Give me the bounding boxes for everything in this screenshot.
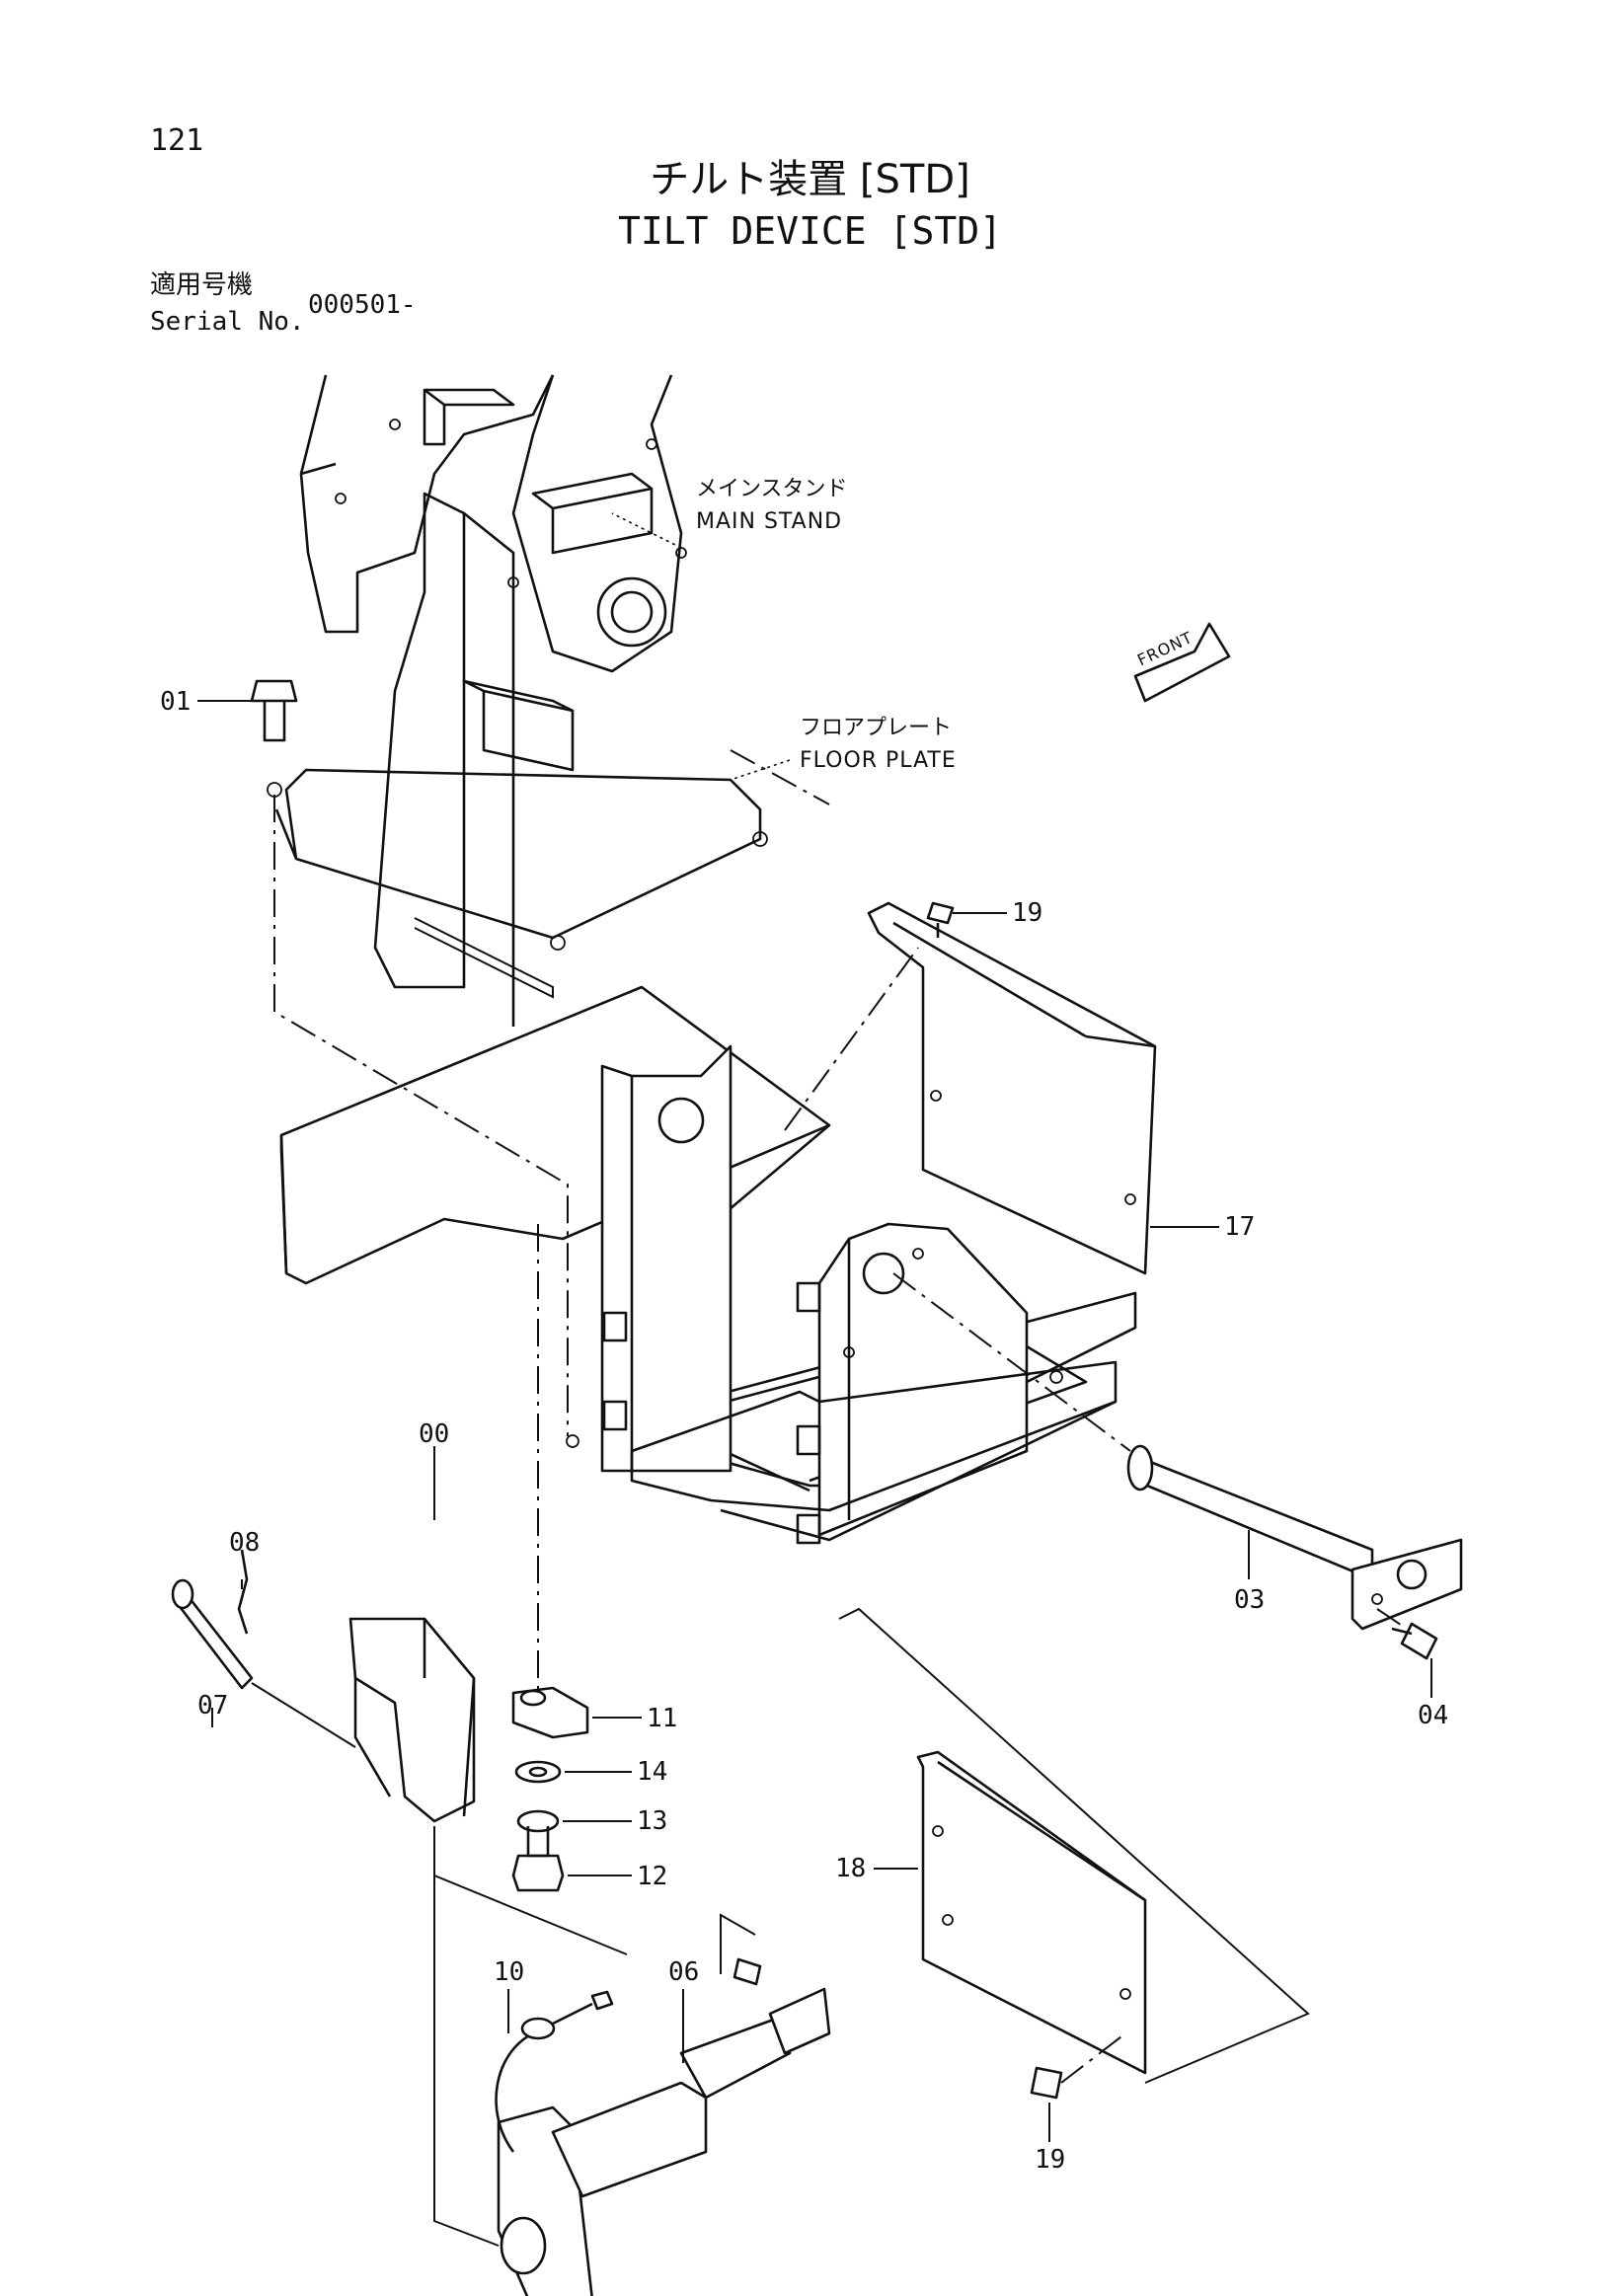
pin-03-drawing (892, 1272, 1463, 1631)
main-stand-label-jp: メインスタンド (696, 477, 848, 501)
callout-04: 04 (1418, 1701, 1449, 1730)
hinge-bracket-drawing (348, 1617, 476, 1823)
page-number: 121 (150, 123, 204, 158)
callout-11: 11 (647, 1704, 678, 1733)
callout-14: 14 (637, 1757, 668, 1787)
callout-19-upper: 19 (1012, 898, 1043, 928)
callout-07: 07 (197, 1691, 229, 1721)
cover-18-drawing (838, 1607, 1310, 2084)
callout-17: 17 (1224, 1212, 1256, 1242)
callout-00: 00 (419, 1419, 450, 1449)
callout-19-lower: 19 (1035, 2145, 1066, 2175)
floor-plate-label-jp: フロアプレート (800, 716, 953, 740)
title-japanese: チルト装置 [STD] (650, 157, 970, 202)
serial-label-japanese: 適用号機 (150, 270, 254, 300)
callout-03: 03 (1234, 1585, 1266, 1615)
callout-06: 06 (668, 1957, 700, 1987)
pin-07-drawing (171, 1549, 356, 1748)
bolt-04-drawing (1376, 1608, 1438, 1660)
callout-12: 12 (637, 1862, 668, 1891)
callout-01: 01 (160, 687, 192, 717)
front-arrow (1133, 622, 1231, 703)
floor-plate-drawing (267, 768, 768, 999)
serial-number-value: 000501- (308, 290, 417, 320)
left-bracket-drawing (600, 1044, 733, 1473)
actuator-drawing (433, 1826, 831, 2296)
callout-18: 18 (835, 1854, 867, 1883)
bolt-19-lower-drawing (1030, 2032, 1126, 2100)
main-stand-label-en: MAIN STAND (696, 509, 843, 534)
right-bracket-drawing (796, 1222, 1029, 1545)
serial-label-english: Serial No. (150, 307, 305, 337)
bolt-01-drawing (250, 679, 569, 1436)
clamp-stack-drawing (511, 1224, 589, 1892)
title-english: TILT DEVICE [STD] (618, 209, 1002, 253)
callout-10: 10 (494, 1957, 525, 1987)
cover-17-drawing (784, 901, 1157, 1275)
bolt-19-upper-drawing (926, 901, 955, 938)
base-plate-drawing (630, 1360, 1118, 1542)
main-stand-drawing (299, 374, 687, 1027)
callout-13: 13 (637, 1806, 668, 1836)
floor-plate-label-en: FLOOR PLATE (800, 748, 957, 773)
callout-08: 08 (229, 1528, 261, 1558)
